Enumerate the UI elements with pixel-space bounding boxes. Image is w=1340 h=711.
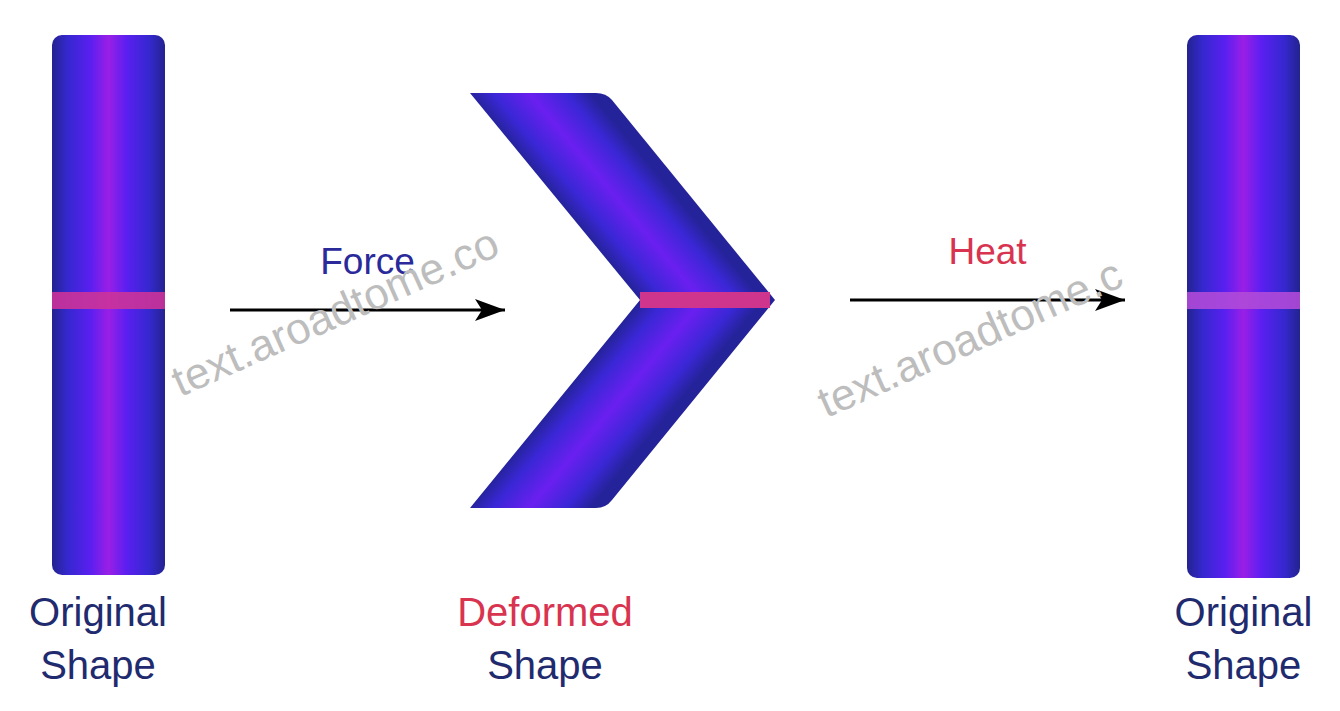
- chevron-arm: [470, 300, 775, 508]
- shape-node: Original Shape: [1165, 35, 1322, 695]
- shape-label: Original Shape: [1165, 586, 1322, 692]
- marker-band: [640, 292, 770, 308]
- arrow-label: Heat: [948, 230, 1026, 274]
- marker-band: [1187, 292, 1300, 309]
- chevron-arm: [470, 93, 775, 300]
- shape-node: Deformed Shape: [430, 90, 790, 695]
- shape-label: Original Shape: [18, 586, 178, 692]
- watermark: text.aroadtome.c: [810, 249, 1130, 428]
- bar-shape: [1187, 35, 1300, 578]
- shape-node: Original Shape: [18, 35, 178, 695]
- bar-shape: [52, 35, 165, 575]
- shape-label: Deformed Shape: [430, 586, 660, 692]
- marker-band: [52, 292, 165, 309]
